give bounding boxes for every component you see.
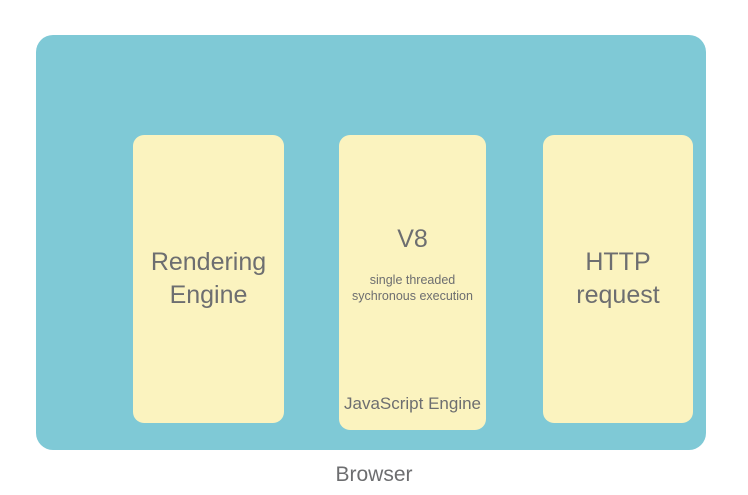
card-v8-title: V8 xyxy=(397,225,428,253)
browser-container: Rendering Engine V8 single threaded sych… xyxy=(36,35,706,450)
card-v8-footer-label: JavaScript Engine xyxy=(343,394,482,413)
browser-caption: Browser xyxy=(335,463,413,486)
card-http-request-title: HTTP request xyxy=(576,248,660,309)
card-v8[interactable]: V8 single threaded sychronous execution … xyxy=(339,135,486,430)
card-rendering-engine[interactable]: Rendering Engine xyxy=(133,135,284,423)
card-v8-subtitle: single threaded sychronous execution xyxy=(352,273,473,303)
card-rendering-engine-title: Rendering Engine xyxy=(150,248,267,309)
card-http-request[interactable]: HTTP request xyxy=(543,135,693,423)
